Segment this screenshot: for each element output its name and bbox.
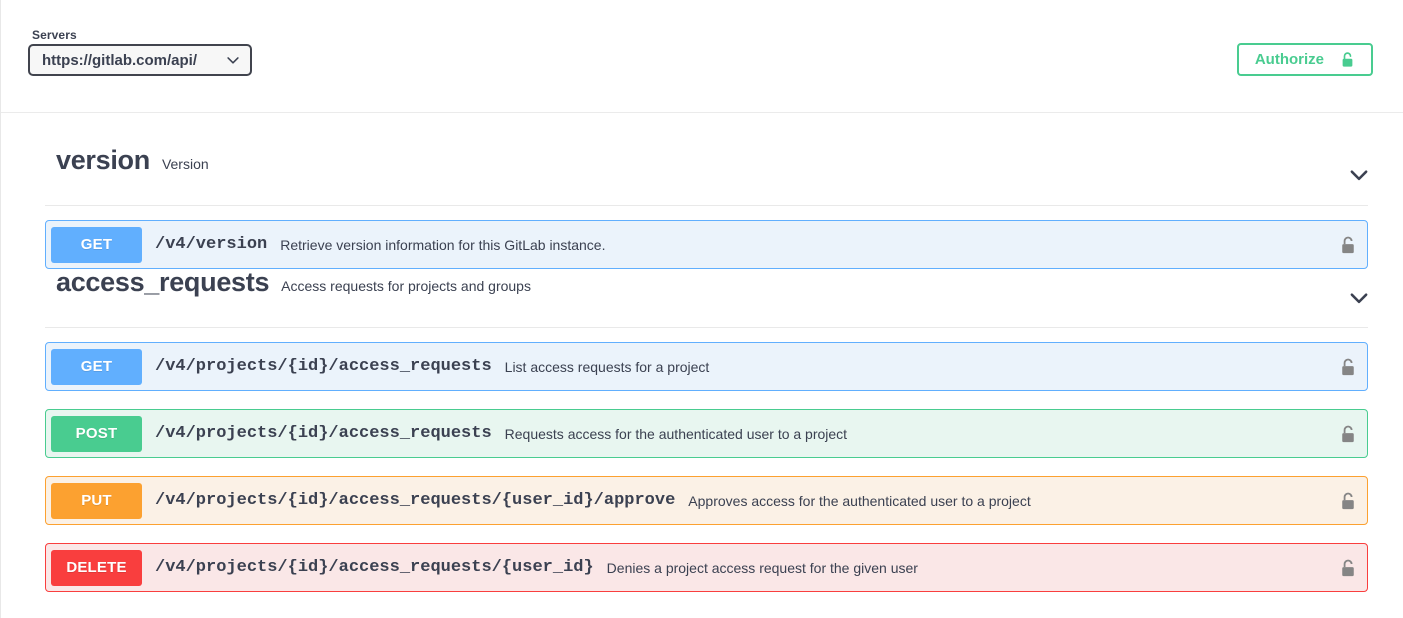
tag-description: Access requests for projects and groups bbox=[281, 278, 531, 294]
operation-summary: List access requests for a project bbox=[504, 358, 710, 375]
tag-description: Version bbox=[161, 156, 209, 172]
chevron-down-icon bbox=[227, 57, 239, 64]
operation-path: /v4/version bbox=[155, 235, 268, 254]
chevron-down-icon[interactable] bbox=[1348, 287, 1370, 309]
method-badge-get: GET bbox=[51, 348, 142, 385]
unlock-icon[interactable] bbox=[1339, 235, 1357, 255]
operation-summary: Approves access for the authenticated us… bbox=[688, 492, 1031, 509]
method-badge-delete: DELETE bbox=[51, 549, 142, 586]
operation-row[interactable]: GET/v4/projects/{id}/access_requests List… bbox=[45, 342, 1368, 391]
method-badge-put: PUT bbox=[51, 482, 142, 519]
tag-section: access_requests Access requests for proje… bbox=[1, 269, 1403, 592]
tag-header-version[interactable]: version Version bbox=[1, 113, 1403, 205]
servers-block: Servers https://gitlab.com/api/ bbox=[28, 28, 252, 76]
operation-summary: Denies a project access request for the … bbox=[606, 559, 918, 576]
unlock-icon[interactable] bbox=[1339, 558, 1357, 578]
operation-path: /v4/projects/{id}/access_requests/{user_… bbox=[155, 558, 594, 577]
operation-row[interactable]: DELETE/v4/projects/{id}/access_requests/… bbox=[45, 543, 1368, 592]
chevron-down-icon[interactable] bbox=[1348, 164, 1370, 186]
operations-list: GET/v4/projects/{id}/access_requests List… bbox=[45, 327, 1368, 592]
operation-row[interactable]: GET/v4/version Retrieve version informati… bbox=[45, 220, 1368, 269]
tag-name: version bbox=[56, 145, 150, 175]
unlock-icon[interactable] bbox=[1339, 491, 1357, 511]
operation-path: /v4/projects/{id}/access_requests/{user_… bbox=[155, 491, 676, 510]
tag-name: access_requests bbox=[56, 267, 270, 297]
authorize-button-label: Authorize bbox=[1254, 51, 1324, 68]
method-badge-get: GET bbox=[51, 226, 142, 263]
server-select-value: https://gitlab.com/api/ bbox=[42, 51, 198, 69]
unlock-icon bbox=[1342, 52, 1353, 67]
operation-row[interactable]: POST/v4/projects/{id}/access_requests Req… bbox=[45, 409, 1368, 458]
operation-path: /v4/projects/{id}/access_requests bbox=[155, 357, 492, 376]
operation-row[interactable]: PUT/v4/projects/{id}/access_requests/{us… bbox=[45, 476, 1368, 525]
operation-summary: Requests access for the authenticated us… bbox=[504, 425, 848, 442]
unlock-icon[interactable] bbox=[1339, 357, 1357, 377]
operation-summary: Retrieve version information for this Gi… bbox=[280, 236, 606, 253]
unlock-icon[interactable] bbox=[1339, 424, 1357, 444]
method-badge-post: POST bbox=[51, 415, 142, 452]
servers-label: Servers bbox=[32, 28, 77, 42]
scheme-container: Servers https://gitlab.com/api/ Authoriz… bbox=[1, 0, 1403, 113]
tag-header-access_requests[interactable]: access_requests Access requests for proje… bbox=[1, 269, 1403, 327]
server-select[interactable]: https://gitlab.com/api/ bbox=[28, 44, 252, 76]
operation-path: /v4/projects/{id}/access_requests bbox=[155, 424, 492, 443]
operations-list: GET/v4/version Retrieve version informati… bbox=[45, 205, 1368, 269]
authorize-button[interactable]: Authorize bbox=[1236, 43, 1373, 76]
